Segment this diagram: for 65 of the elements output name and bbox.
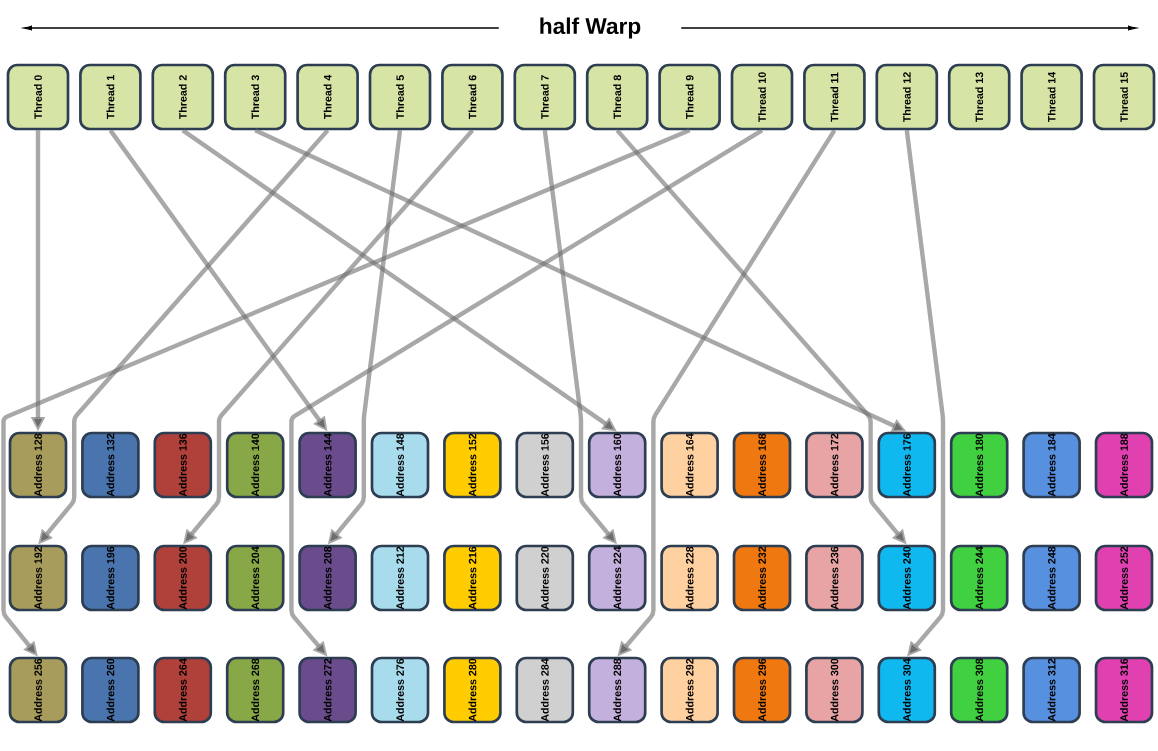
thread-box: Thread 15 (1092, 63, 1156, 131)
address-box: Address 252 (1094, 544, 1154, 612)
thread-box: Thread 4 (296, 63, 359, 131)
address-box: Address 184 (1022, 431, 1081, 499)
address-box: Address 212 (370, 544, 430, 612)
address-box: Address 260 (81, 656, 140, 724)
thread-box: Thread 10 (730, 63, 794, 131)
address-box: Address 144 (298, 431, 357, 499)
address-box: Address 200 (153, 544, 213, 612)
address-box: Address 164 (660, 431, 719, 499)
address-box: Address 176 (877, 431, 937, 499)
thread-box: Thread 5 (368, 63, 432, 131)
address-box: Address 188 (1094, 431, 1154, 499)
address-box: Address 128 (8, 431, 68, 499)
thread-box: Thread 8 (585, 63, 649, 131)
thread-box: Thread 2 (151, 63, 215, 131)
address-box: Address 216 (443, 544, 502, 612)
thread-box: Thread 1 (79, 63, 142, 131)
thread-box: Thread 3 (223, 63, 287, 131)
address-box: Address 224 (587, 544, 647, 612)
thread-box: Thread 14 (1020, 63, 1083, 131)
thread-box: Thread 0 (6, 63, 70, 131)
address-box: Address 280 (443, 656, 502, 724)
address-box: Address 304 (877, 656, 937, 724)
thread-box: Thread 7 (513, 63, 577, 131)
address-box: Address 204 (225, 544, 285, 612)
address-box: Address 276 (370, 656, 430, 724)
thread-box: Thread 6 (441, 63, 504, 131)
address-box: Address 240 (877, 544, 937, 612)
address-box: Address 196 (81, 544, 140, 612)
address-box: Address 248 (1022, 544, 1081, 612)
address-box: Address 312 (1022, 656, 1081, 724)
address-box: Address 308 (949, 656, 1009, 724)
address-box: Address 236 (805, 544, 864, 612)
address-box: Address 244 (949, 544, 1009, 612)
address-box: Address 292 (660, 656, 719, 724)
address-box: Address 288 (587, 656, 647, 724)
address-box: Address 220 (515, 544, 575, 612)
address-box: Address 168 (732, 431, 792, 499)
address-box: Address 160 (587, 431, 647, 499)
title: half Warp (498, 14, 682, 42)
address-box: Address 300 (805, 656, 864, 724)
address-box: Address 232 (732, 544, 792, 612)
address-box: Address 132 (81, 431, 140, 499)
address-box: Address 140 (225, 431, 285, 499)
address-box: Address 316 (1094, 656, 1154, 724)
address-box: Address 228 (660, 544, 719, 612)
address-box: Address 136 (153, 431, 213, 499)
address-box: Address 268 (225, 656, 285, 724)
thread-box: Thread 9 (658, 63, 721, 131)
address-box: Address 156 (515, 431, 575, 499)
address-box: Address 284 (515, 656, 575, 724)
address-box: Address 172 (805, 431, 864, 499)
address-box: Address 192 (8, 544, 68, 612)
address-box: Address 264 (153, 656, 213, 724)
thread-box: Thread 11 (803, 63, 866, 131)
address-box: Address 180 (949, 431, 1009, 499)
address-box: Address 256 (8, 656, 68, 724)
address-box: Address 152 (443, 431, 502, 499)
thread-box: Thread 12 (875, 63, 939, 131)
address-box: Address 272 (298, 656, 357, 724)
thread-box: Thread 13 (947, 63, 1011, 131)
address-box: Address 208 (298, 544, 357, 612)
address-box: Address 148 (370, 431, 430, 499)
address-box: Address 296 (732, 656, 792, 724)
